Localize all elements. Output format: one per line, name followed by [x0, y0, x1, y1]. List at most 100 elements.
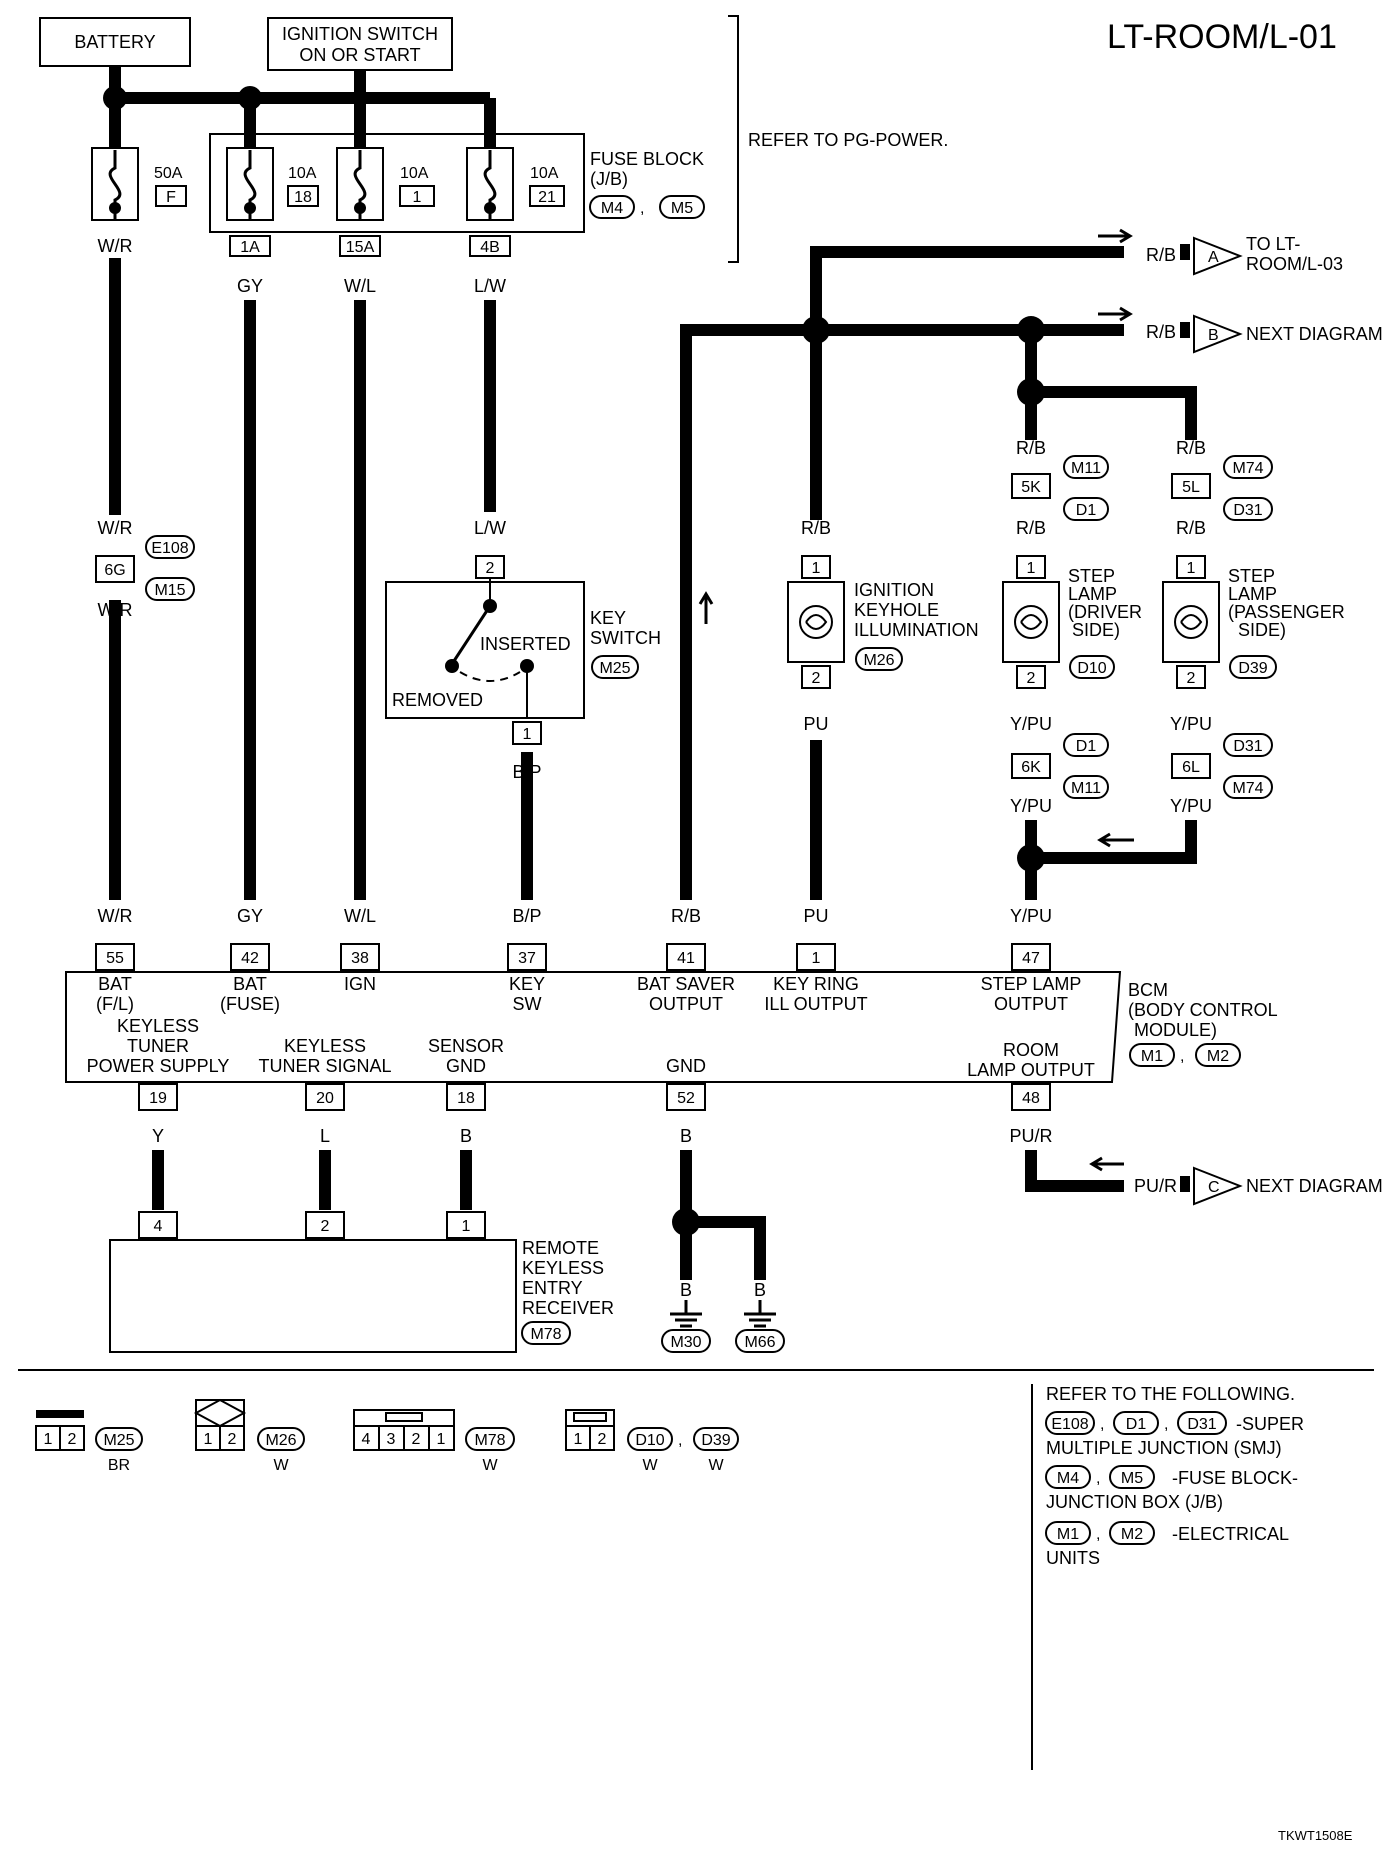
smj-5l	[1171, 473, 1211, 499]
pin-label: LAMP OUTPUT	[967, 1060, 1095, 1080]
key-switch-label-2: SWITCH	[590, 628, 661, 648]
pin-number: 1	[812, 560, 821, 577]
keyhole-label-3: ILLUMINATION	[854, 620, 979, 640]
connector-id: D39	[701, 1432, 730, 1449]
keyhole-label-1: IGNITION	[854, 580, 934, 600]
wire-color: PU	[803, 714, 828, 734]
connector-color: W	[482, 1457, 498, 1474]
splice	[1017, 378, 1045, 406]
supply-bus	[109, 66, 496, 150]
fuse-block	[209, 133, 585, 233]
connector-tag	[1223, 455, 1273, 479]
connector-id: M66	[744, 1334, 775, 1351]
terminal-id: 5L	[1182, 479, 1200, 496]
refer-text: -FUSE BLOCK-	[1172, 1468, 1298, 1488]
fuse-amp: 10A	[400, 165, 429, 182]
switch-state-removed: REMOVED	[392, 690, 483, 710]
fuse-18: 10A 18	[226, 147, 319, 221]
wire-rb-main	[680, 324, 1124, 900]
pin-label: GND	[446, 1056, 486, 1076]
pin-label: BAT	[98, 974, 132, 994]
ignition-label-1: IGNITION SWITCH	[282, 24, 438, 44]
connector-tag	[1069, 655, 1115, 679]
offpage-b: R/B B NEXT DIAGRAM	[1146, 314, 1383, 354]
pin-number: 52	[677, 1090, 695, 1107]
pin-number: 38	[351, 950, 369, 967]
terminal-id: 6G	[104, 562, 125, 579]
connector-view-m26: 1 2 M26 W	[193, 1398, 305, 1474]
wire-color: GY	[237, 906, 263, 926]
wire-color: Y/PU	[1010, 714, 1052, 734]
diagram-title: LT-ROOM/L-01	[1107, 18, 1337, 56]
separator: ,	[640, 200, 644, 217]
wire-color: W/L	[344, 276, 376, 296]
connector-id: D1	[1126, 1416, 1147, 1433]
pin-number: 20	[316, 1090, 334, 1107]
connector-tag	[1223, 733, 1273, 757]
connector-id: D39	[1238, 660, 1267, 677]
figure-id: TKWT1508E	[1278, 1828, 1353, 1843]
step-lamp-driver: 1 2	[1002, 555, 1060, 689]
wire-color: W/L	[344, 906, 376, 926]
pin-number: 37	[518, 950, 536, 967]
connector-view-d10-d39: 1 2 D10 , D39 W W	[565, 1409, 739, 1474]
connector-id: M1	[1141, 1048, 1163, 1065]
connector-id: M15	[154, 582, 185, 599]
pin-label: TUNER SIGNAL	[258, 1056, 391, 1076]
pin-number: 4	[154, 1218, 163, 1235]
connector-id: D1	[1076, 738, 1097, 755]
wire-color: L	[320, 1126, 330, 1146]
bcm-label: MODULE)	[1134, 1020, 1217, 1040]
connector-tag	[1063, 455, 1109, 479]
wire-color: R/B	[801, 518, 831, 538]
connector-id: D31	[1233, 502, 1262, 519]
wire-color: Y/PU	[1170, 796, 1212, 816]
connector-tag	[145, 535, 195, 559]
pin-label: ROOM	[1003, 1040, 1059, 1060]
wire-color: W/R	[98, 600, 133, 620]
refer-text: MULTIPLE JUNCTION (SMJ)	[1046, 1438, 1282, 1458]
connector-id: D10	[1077, 660, 1106, 677]
pin-label: KEYLESS	[284, 1036, 366, 1056]
step-passenger-label: SIDE)	[1238, 620, 1286, 640]
fuse-block-label-1: FUSE BLOCK	[590, 149, 704, 169]
offpage-c: PU/R C NEXT DIAGRAM	[1134, 1166, 1383, 1206]
smj-6k	[1011, 753, 1051, 779]
pin-number: 19	[149, 1090, 167, 1107]
refer-text: JUNCTION BOX (J/B)	[1046, 1492, 1223, 1512]
pin-label: SW	[513, 994, 542, 1014]
step-driver-label: SIDE)	[1072, 620, 1120, 640]
terminal-id: 6L	[1182, 759, 1200, 776]
connector-id: E108	[1051, 1416, 1088, 1433]
ground-icon	[670, 1300, 702, 1328]
key-switch-label-1: KEY	[590, 608, 626, 628]
pin-number: 1	[523, 726, 532, 743]
pin-label: (FUSE)	[220, 994, 280, 1014]
connector-id: E108	[151, 540, 188, 557]
wire-color: B/P	[512, 762, 541, 782]
connector-id: M25	[599, 660, 630, 677]
ignition-keyhole-lamp: 1 2	[787, 555, 845, 689]
connector-id: M30	[670, 1334, 701, 1351]
keyhole-label-2: KEYHOLE	[854, 600, 939, 620]
wire-color: R/B	[671, 906, 701, 926]
refer-text: -ELECTRICAL	[1172, 1524, 1289, 1544]
refer-list: REFER TO THE FOLLOWING. E108 , D1 , D31 …	[1045, 1384, 1304, 1568]
connector-tag	[1229, 655, 1277, 679]
connector-id: M78	[474, 1432, 505, 1449]
power-bracket	[728, 15, 739, 263]
offpage-text: ROOM/L-03	[1246, 254, 1343, 274]
fuse-amp: 50A	[154, 165, 183, 182]
fuse-block-label-2: (J/B)	[590, 169, 628, 189]
offpage-a: R/B A TO LT- ROOM/L-03	[1146, 234, 1343, 276]
wire-color: Y/PU	[1170, 714, 1212, 734]
separator: ,	[1096, 1470, 1100, 1487]
connector-id: D31	[1233, 738, 1262, 755]
bcm-body	[65, 971, 1122, 1083]
pin-number: 1	[1027, 560, 1036, 577]
wire-color: R/B	[1176, 518, 1206, 538]
connector-tag	[661, 1329, 711, 1353]
connector-id: M2	[1121, 1526, 1143, 1543]
key-switch: 2 INSERTED REMOVED 1	[385, 555, 585, 745]
